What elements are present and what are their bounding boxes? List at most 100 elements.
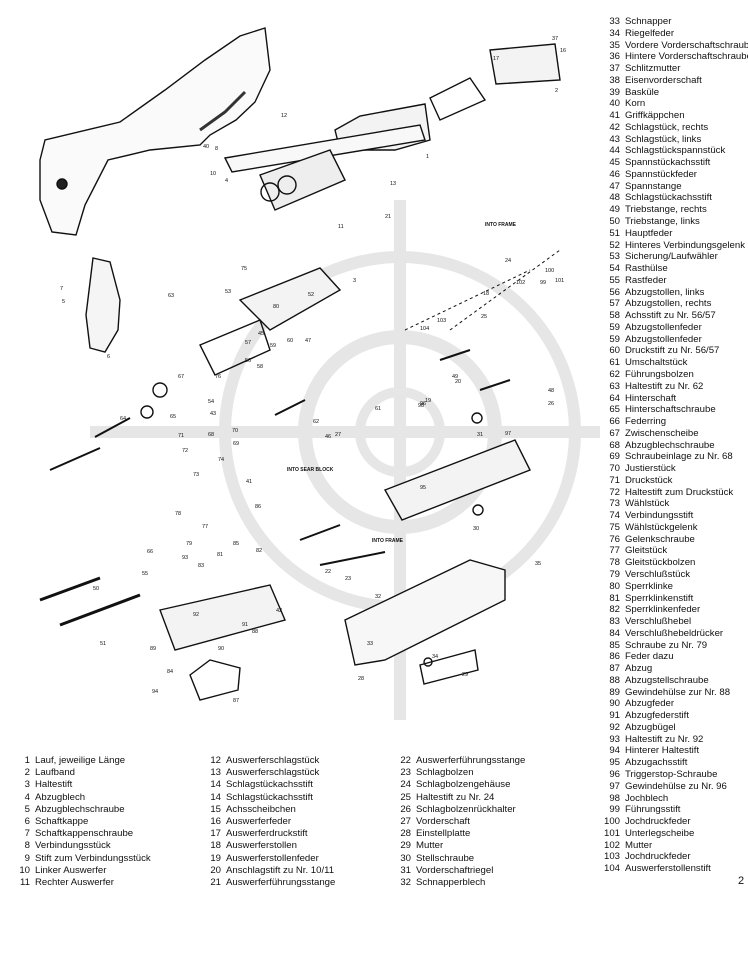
part-name: Hauptfeder <box>625 227 673 239</box>
page-number: 2 <box>738 875 745 887</box>
part-name: Schnapperblech <box>416 876 486 888</box>
part-name: Verschlußhebel <box>625 616 692 628</box>
part-number: 14 <box>210 779 221 791</box>
callout-label: 59 <box>270 343 276 349</box>
part-name: Justierstück <box>625 463 676 475</box>
part-name: Hinterschaft <box>625 392 677 404</box>
callout-label: 57 <box>245 340 251 346</box>
part-name: Auswerferführungsstange <box>416 755 526 766</box>
part-number: 101 <box>603 827 620 839</box>
callout-label: 89 <box>150 646 156 652</box>
part-name: Abzug <box>625 663 653 675</box>
part-name: Eisenvorderschaft <box>625 74 702 86</box>
part-name: Abzugblechschraube <box>625 439 715 451</box>
callout-label: 16 <box>560 48 566 54</box>
part-name: Auswerferdruckstift <box>226 828 308 840</box>
part-number: 45 <box>609 157 620 169</box>
part-number: 88 <box>609 674 620 686</box>
part-number: 82 <box>609 604 620 616</box>
callout-label: 92 <box>193 612 199 618</box>
part-number: 84 <box>609 627 620 639</box>
part-number: 92 <box>609 721 620 733</box>
part-number: 71 <box>609 474 620 486</box>
part-name: Haltestift zu Nr. 92 <box>625 733 704 745</box>
part-name: Verbindungsstück <box>35 840 111 852</box>
part-name: Mutter <box>416 840 444 852</box>
part-name: Schlagbolzen <box>416 767 474 779</box>
part-name: Laufband <box>35 767 76 779</box>
callout-label: 60 <box>287 338 293 344</box>
part-name: Achsstift zu Nr. 56/57 <box>625 310 716 322</box>
part-name: Schlagstückachsstift <box>625 192 712 204</box>
part-name: Spannstückfeder <box>625 168 697 180</box>
part-number: 102 <box>603 839 620 851</box>
callout-label: 62 <box>313 419 319 425</box>
part-name: Auswerferschlagstück <box>226 755 320 766</box>
part-name: Abzugfederstift <box>625 710 689 722</box>
part-number: 99 <box>609 804 620 816</box>
callout-label: 45 <box>258 331 264 337</box>
frame-label: INTO FRAME <box>485 222 517 228</box>
callout-label: 80 <box>273 304 279 310</box>
part-name: Schlagbolzengehäuse <box>416 779 511 791</box>
callout-label: 35 <box>535 561 541 567</box>
part-name: Sperrklinkenstift <box>625 592 694 604</box>
part-number: 33 <box>609 16 620 27</box>
part-number: 76 <box>609 533 620 545</box>
callout-label: 97 <box>505 431 511 437</box>
part-name: Schlagbolzenrückhalter <box>416 803 516 815</box>
part-name: Abzugblech <box>35 791 86 803</box>
callout-label: 3 <box>353 278 356 284</box>
part-name: Gleitstück <box>625 545 668 557</box>
part-name: Spannstückachsstift <box>625 157 711 169</box>
callout-label: 79 <box>186 541 192 547</box>
part-name: Triebstange, rechts <box>625 204 707 216</box>
part-name: Haltestift zu Nr. 24 <box>416 791 495 803</box>
callout-label: 96 <box>420 401 426 407</box>
part-name: Auswerferführungsstange <box>226 876 336 888</box>
part-number: 14 <box>210 791 221 803</box>
part-name: Rasthülse <box>625 263 668 275</box>
part-name: Abzugstellschraube <box>625 674 709 686</box>
callout-label: 13 <box>390 181 396 187</box>
part-number: 80 <box>609 580 620 592</box>
part-number: 53 <box>609 251 620 263</box>
callout-label: 78 <box>175 511 181 517</box>
part-name: Schaftkappe <box>35 815 89 827</box>
part-name: Gleitstückbolzen <box>625 557 696 569</box>
part-name: Federring <box>625 416 667 428</box>
part-name: Abzugachsstift <box>625 757 688 769</box>
part-name: Jochblech <box>625 792 669 804</box>
callout-label: 69 <box>233 441 239 447</box>
part-number: 34 <box>609 27 620 39</box>
part-number: 15 <box>210 803 221 815</box>
callout-label: 25 <box>481 314 487 320</box>
part-number: 61 <box>609 357 620 369</box>
